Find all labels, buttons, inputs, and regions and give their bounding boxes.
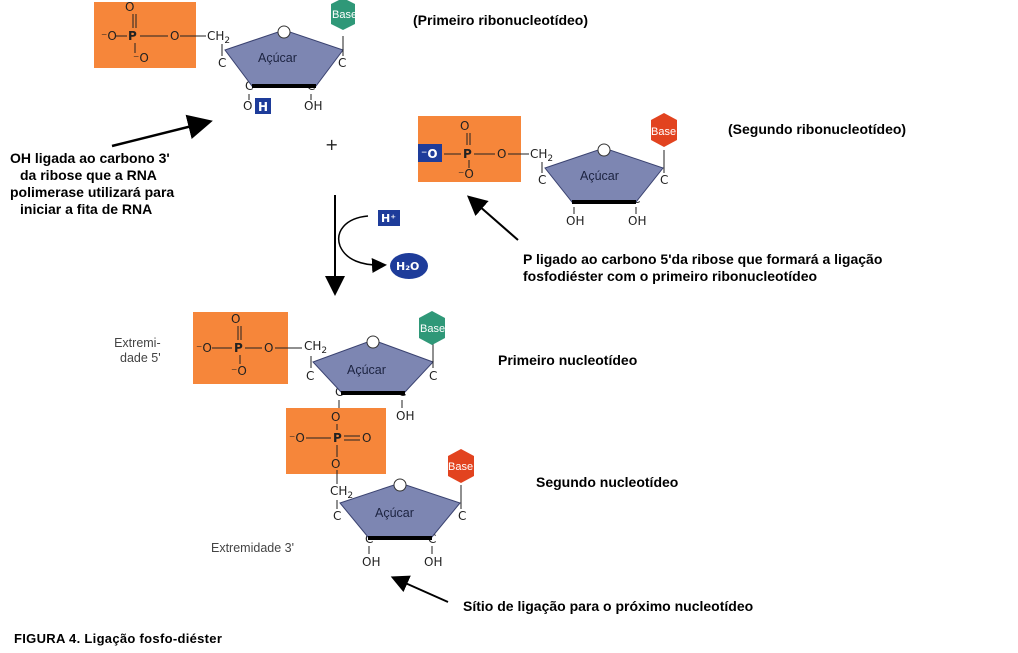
extremity-5-line-2: dade 5' <box>120 351 161 365</box>
svg-text:Base: Base <box>448 461 473 473</box>
svg-text:Açúcar: Açúcar <box>258 51 297 65</box>
svg-text:OH: OH <box>566 214 584 228</box>
first-nucleotide-label: Primeiro nucleotídeo <box>498 352 638 368</box>
oh-highlight <box>255 98 271 114</box>
oh-pointer-arrow <box>111 114 213 148</box>
phosphate-group-box <box>286 408 386 474</box>
svg-text:OH: OH <box>396 409 414 423</box>
svg-text:O: O <box>460 119 469 133</box>
svg-text:O: O <box>264 341 273 355</box>
svg-text:O: O <box>362 431 371 445</box>
svg-text:O: O <box>125 0 134 14</box>
svg-text:CH2: CH2 <box>304 339 327 356</box>
svg-text:O: O <box>331 457 340 471</box>
figure-caption: FIGURA 4. Ligação fosfo-diéster <box>14 631 223 646</box>
svg-text:C: C <box>245 79 253 93</box>
svg-text:Base: Base <box>420 323 445 335</box>
svg-text:C: C <box>660 173 668 187</box>
svg-text:Açúcar: Açúcar <box>580 169 619 183</box>
o-minus-highlight <box>418 144 442 162</box>
water-molecule <box>390 253 428 279</box>
second-ribonucleotide-molecule: ⁻O P O ⁻O O CH2 C C C C OH OH <box>418 113 677 228</box>
first-ribonucleotide-molecule: ⁻O P O ⁻O O CH2 C C C C OH Açúcar <box>94 0 357 114</box>
svg-text:C: C <box>333 509 341 523</box>
svg-text:C: C <box>218 56 226 70</box>
svg-text:O: O <box>243 99 252 113</box>
second-ribonucleotide-label: (Segundo ribonucleotídeo) <box>728 121 907 137</box>
oh-note-line-4: iniciar a fita de RNA <box>20 201 153 217</box>
svg-text:P: P <box>128 29 137 43</box>
svg-text:OH: OH <box>424 555 442 569</box>
svg-text:O: O <box>331 410 340 424</box>
svg-text:OH: OH <box>628 214 646 228</box>
svg-text:⁻O: ⁻O <box>133 51 149 65</box>
binding-site-arrow <box>390 575 449 603</box>
reaction-arrow: H⁺ H₂O <box>325 195 428 296</box>
p-note-line-1: P ligado ao carbono 5'da ribose que form… <box>523 251 883 267</box>
ribose-sugar <box>312 339 434 393</box>
h-plus-ion <box>378 210 400 226</box>
svg-text:C: C <box>538 173 546 187</box>
svg-text:P: P <box>463 147 472 161</box>
svg-text:⁻O: ⁻O <box>231 364 247 378</box>
svg-text:O: O <box>497 147 506 161</box>
p-pointer-arrow <box>466 195 519 241</box>
p-note-line-2: fosfodiéster com o primeiro ribonucleotí… <box>523 268 818 284</box>
ribose-sugar <box>224 29 344 87</box>
svg-text:Açúcar: Açúcar <box>375 506 414 520</box>
svg-text:CH2: CH2 <box>330 484 353 501</box>
oh-note-line-1: OH ligada ao carbono 3' <box>10 150 170 166</box>
second-nucleotide-label: Segundo nucleotídeo <box>536 474 679 490</box>
oh-note-line-2: da ribose que a RNA <box>20 167 157 183</box>
svg-text:P: P <box>333 431 342 445</box>
binding-site-label: Sítio de ligação para o próximo nucleotí… <box>463 598 754 614</box>
svg-text:C: C <box>335 385 343 399</box>
first-ribonucleotide-label: (Primeiro ribonucleotídeo) <box>413 12 589 28</box>
svg-text:⁻O: ⁻O <box>101 29 117 43</box>
svg-text:H: H <box>258 100 268 114</box>
base-red-hexagon <box>448 449 474 483</box>
svg-text:⁻O: ⁻O <box>289 431 305 445</box>
extremity-5-line-1: Extremi- <box>114 336 161 350</box>
extremity-3-label: Extremidade 3' <box>211 541 294 555</box>
extremity-5-label: Extremi- dade 5' <box>114 336 161 366</box>
svg-text:OH: OH <box>362 555 380 569</box>
base-red-hexagon <box>651 113 677 147</box>
svg-text:C: C <box>458 509 466 523</box>
oh-note-line-3: polimerase utilizará para <box>10 184 175 200</box>
svg-text:⁻O: ⁻O <box>458 167 474 181</box>
plus-sign: + <box>325 135 338 154</box>
ribose-sugar <box>544 147 664 203</box>
svg-text:⁻O: ⁻O <box>196 341 212 355</box>
svg-text:C: C <box>429 369 437 383</box>
svg-text:O: O <box>170 29 179 43</box>
svg-text:O: O <box>231 312 240 326</box>
base-green-hexagon <box>331 0 355 30</box>
svg-text:CH2: CH2 <box>530 147 553 164</box>
ribose-sugar <box>339 482 461 538</box>
svg-text:H₂O: H₂O <box>396 260 419 273</box>
svg-text:CH2: CH2 <box>207 29 230 46</box>
phosphate-group-box <box>193 312 288 384</box>
svg-text:Base: Base <box>332 9 357 21</box>
phosphate-group-box <box>94 2 196 68</box>
svg-text:C: C <box>306 369 314 383</box>
base-green-hexagon <box>419 311 445 345</box>
svg-text:Açúcar: Açúcar <box>347 363 386 377</box>
dinucleotide-product: ⁻O P O ⁻O O CH2 C C C C OH Açúcar <box>193 311 474 569</box>
svg-text:Base: Base <box>651 126 676 138</box>
svg-text:C: C <box>428 532 436 546</box>
svg-text:⁻O: ⁻O <box>421 147 438 161</box>
svg-text:OH: OH <box>304 99 322 113</box>
oh-note: OH ligada ao carbono 3' da ribose que a … <box>10 150 174 218</box>
p-note: P ligado ao carbono 5'da ribose que form… <box>523 251 882 285</box>
svg-text:P: P <box>234 341 243 355</box>
svg-text:H⁺: H⁺ <box>381 212 396 225</box>
svg-text:C: C <box>338 56 346 70</box>
